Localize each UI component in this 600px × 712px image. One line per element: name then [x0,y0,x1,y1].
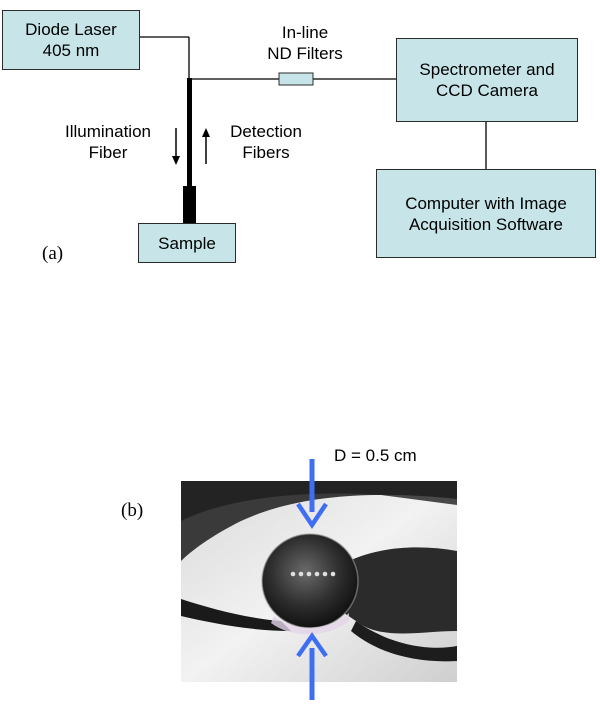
nd-filter-symbol [278,72,314,86]
panel-b-label: (b) [121,500,144,521]
illumination-arrow [172,128,180,165]
computer-box-text: Computer with Image Acquisition Software [405,193,567,234]
fiber-bundle [187,78,192,188]
computer-box: Computer with Image Acquisition Software [376,169,596,258]
detection-fibers-label: Detection Fibers [230,122,302,162]
nd-filters-label: In-line ND Filters [267,23,343,63]
sample-box: Sample [138,223,236,263]
spectrometer-box: Spectrometer and CCD Camera [396,38,578,122]
diameter-label: D = 0.5 cm [334,446,417,465]
spectrometer-box-text: Spectrometer and CCD Camera [419,60,555,100]
fiber-probe-tip [183,186,196,226]
bottom-arrow [296,632,328,700]
laser-box-text: Diode Laser 405 nm [25,20,117,60]
detection-arrow [202,128,210,164]
top-arrow [296,459,328,530]
sample-box-text: Sample [158,233,216,253]
laser-box: Diode Laser 405 nm [2,10,140,70]
panel-a-label: (a) [42,243,64,264]
fiber-spots [290,571,336,577]
illumination-fiber-label: Illumination Fiber [65,122,151,162]
